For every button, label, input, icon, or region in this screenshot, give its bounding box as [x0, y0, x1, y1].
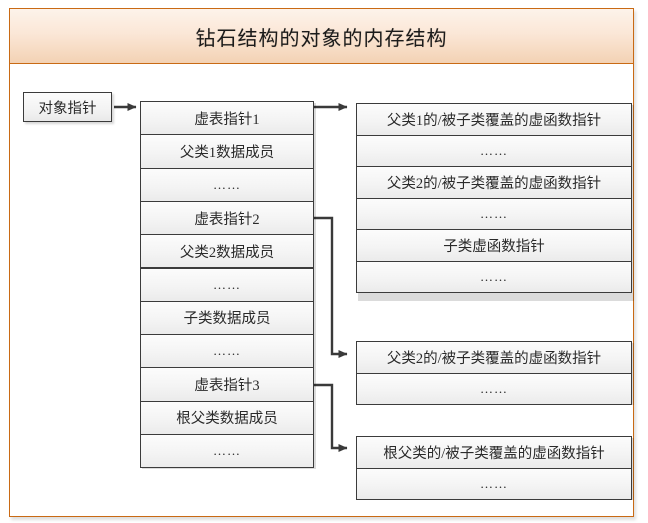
vtable-primary-row-v1-r6[interactable]: ……	[356, 260, 632, 293]
object-layout-row-dots-3[interactable]: ……	[140, 334, 314, 369]
vtable-base2-row-v2-r2[interactable]: ……	[356, 372, 632, 405]
arrow-vptr2-to-vtable-2	[314, 216, 348, 358]
vtable-primary-row-v1-r5[interactable]: 子类虚函数指针	[356, 229, 632, 262]
object-layout-row-base1-data[interactable]: 父类1数据成员	[140, 134, 314, 169]
diagram-card: 钻石结构的对象的内存结构	[9, 8, 634, 517]
object-layout-row-root-data[interactable]: 根父类数据成员	[140, 400, 314, 435]
vtable-root-row-v3-r1[interactable]: 根父类的/被子类覆盖的虚函数指针	[356, 436, 632, 469]
vtable-primary-row-v1-r4[interactable]: ……	[356, 197, 632, 230]
vtable-primary-row-v1-r2[interactable]: ……	[356, 134, 632, 167]
arrow-vptr3-to-vtable-3	[314, 383, 348, 452]
vtable-primary-row-v1-r1[interactable]: 父类1的/被子类覆盖的虚函数指针	[356, 103, 632, 136]
vtable-base2-row-v2-r1[interactable]: 父类2的/被子类覆盖的虚函数指针	[356, 341, 632, 374]
object-layout-row-base2-data[interactable]: 父类2数据成员	[140, 234, 314, 269]
object-layout-row-derived-data[interactable]: 子类数据成员	[140, 300, 314, 336]
object-layout-row-vptr2[interactable]: 虚表指针2	[140, 200, 314, 236]
object-layout-row-dots-4[interactable]: ……	[140, 434, 314, 469]
vtable-root-row-v3-r2[interactable]: ……	[356, 467, 632, 500]
object-layout-row-vptr1[interactable]: 虚表指针1	[140, 101, 314, 136]
diagram-header: 钻石结构的对象的内存结构	[10, 9, 633, 64]
page-title: 钻石结构的对象的内存结构	[195, 27, 448, 50]
object-pointer-box[interactable]: 对象指针	[23, 92, 112, 122]
object-layout-row-dots-1[interactable]: ……	[140, 167, 314, 202]
object-layout-row-vptr3[interactable]: 虚表指针3	[140, 367, 314, 402]
vtable-primary-row-v1-r3[interactable]: 父类2的/被子类覆盖的虚函数指针	[356, 166, 632, 199]
object-layout-row-dots-2[interactable]: ……	[140, 267, 314, 302]
